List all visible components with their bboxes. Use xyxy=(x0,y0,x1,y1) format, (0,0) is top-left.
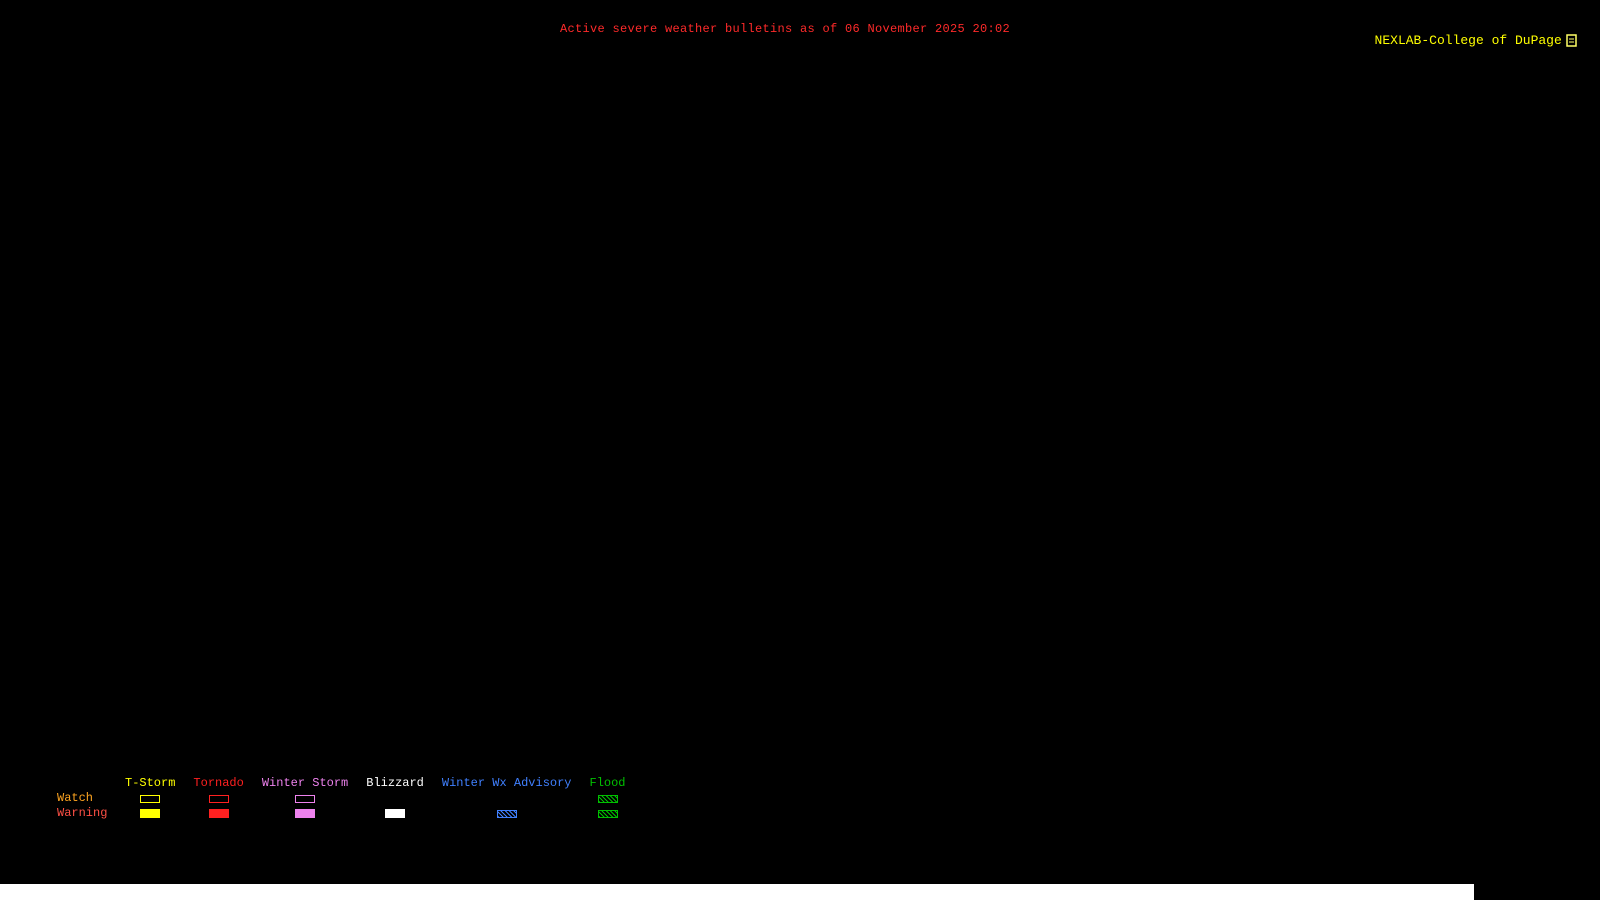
watch-swatch-slot xyxy=(208,791,229,806)
flood-warning-swatch xyxy=(597,809,618,818)
legend-col-label: Winter Storm xyxy=(261,776,349,790)
watch-swatch-slot xyxy=(140,791,161,806)
legend-col-label: Tornado xyxy=(193,776,244,790)
warning-swatch-slot xyxy=(140,806,161,821)
bottom-bar xyxy=(0,884,1474,900)
warning-swatch-slot xyxy=(295,806,316,821)
brand-bar: NEXLAB-College of DuPage xyxy=(1375,4,1597,77)
legend-col-label: Flood xyxy=(589,776,626,790)
legend-col-winter-wx-advisory: Winter Wx Advisory xyxy=(442,776,572,821)
legend-col-t-storm: T-Storm xyxy=(125,776,175,821)
legend-header-spacer xyxy=(57,776,125,791)
bulletin-legend: Watch Warning T-Storm Tornado Winter Storm… xyxy=(0,776,626,821)
warning-swatch-slot xyxy=(208,806,229,821)
winter-storm-watch-swatch xyxy=(295,794,316,803)
flood-watch-swatch xyxy=(597,794,618,803)
page-title: Active severe weather bulletins as of 06… xyxy=(559,22,1011,36)
legend-col-label: T-Storm xyxy=(125,776,176,790)
tornado-watch-swatch xyxy=(208,794,229,803)
t-storm-watch-swatch xyxy=(140,794,161,803)
tornado-warning-swatch xyxy=(208,809,229,818)
warning-swatch-slot xyxy=(496,806,517,821)
winter-wx-advisory-warning-swatch xyxy=(496,809,517,818)
winter-storm-warning-swatch xyxy=(295,809,316,818)
warning-swatch-slot xyxy=(385,806,406,821)
legend-row-labels: Watch Warning xyxy=(0,776,125,821)
legend-watch-label: Watch xyxy=(57,791,94,805)
t-storm-warning-swatch xyxy=(140,809,161,818)
legend-col-flood: Flood xyxy=(590,776,626,821)
legend-col-winter-storm: Winter Storm xyxy=(262,776,348,821)
watch-swatch-slot xyxy=(597,791,618,806)
warning-swatch-slot xyxy=(597,806,618,821)
brand-text: NEXLAB-College of DuPage xyxy=(1374,33,1562,48)
watch-swatch-slot xyxy=(295,791,316,806)
watch-swatch-slot xyxy=(385,791,405,806)
watch-swatch-slot xyxy=(497,791,517,806)
legend-columns: T-Storm Tornado Winter Storm Blizzard Winter… xyxy=(125,776,626,821)
legend-warning-label: Warning xyxy=(57,806,108,820)
legend-col-label: Blizzard xyxy=(366,776,424,790)
blizzard-warning-swatch xyxy=(385,809,406,818)
legend-col-tornado: Tornado xyxy=(193,776,244,821)
legend-col-label: Winter Wx Advisory xyxy=(441,776,572,790)
site-logo-icon xyxy=(1566,4,1597,77)
legend-col-blizzard: Blizzard xyxy=(366,776,424,821)
